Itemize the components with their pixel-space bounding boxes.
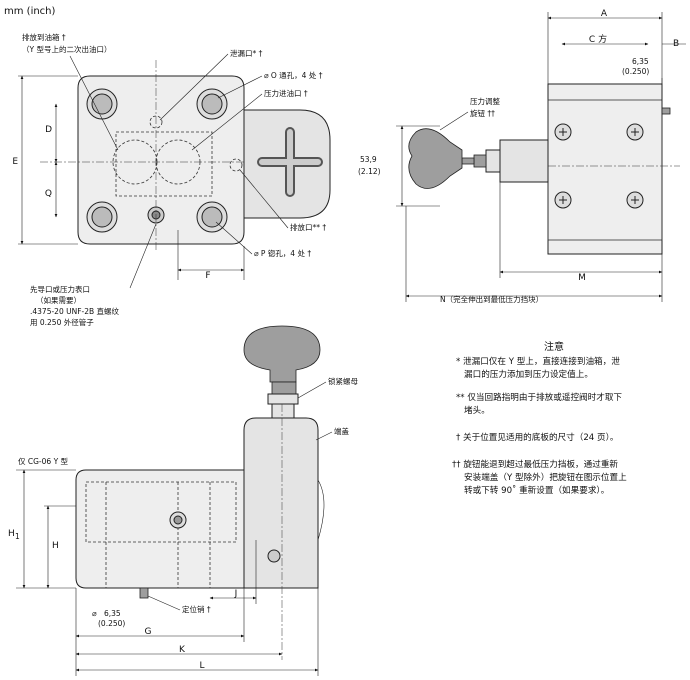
dowel-label: 定位销 † <box>182 604 211 614</box>
dim-A: A <box>601 9 608 19</box>
side-dim-212: (2.12) <box>358 167 381 176</box>
front-view: 锁紧螺母 端盖 仅 CG-06 Y 型 H 1 H J 定位销 † ⌀ 6,35… <box>8 325 358 676</box>
drain-port-label: 排放口** † <box>290 222 326 232</box>
dim-Q: Q <box>45 189 52 199</box>
knob-label-1: 压力调整 <box>470 96 500 106</box>
note-4-line-1: †† 旋钮能退到超过最低压力挡板，通过重新 <box>452 458 618 470</box>
note-3-line-1: † 关于位置见适用的底板的尺寸（24 页）。 <box>456 431 619 443</box>
drain-to-tank-sublabel: （Y 型号上的二次出油口） <box>22 44 111 54</box>
side-dim-635: 6,35 <box>632 57 649 66</box>
note-4-line-3: 转或下转 90˚ 重新设置（如果要求）。 <box>464 484 609 496</box>
dim-F: F <box>205 271 210 281</box>
notes-section: 注意 * 泄漏口仅在 Y 型上，直接连接到油箱，泄 漏口的压力添加到压力设定值上… <box>452 340 627 496</box>
pilot-port-label-4: 用 0.250 外径管子 <box>30 317 94 327</box>
end-cap-label: 端盖 <box>334 426 349 436</box>
knob-label-2: 旋钮 †† <box>470 108 495 118</box>
o-through-holes-label: ⌀ O 通孔，4 处 † <box>264 70 323 80</box>
note-2-line-2: 堵头。 <box>464 404 490 416</box>
side-dim-0250: (0.250) <box>622 67 649 76</box>
front-dim-0250: (0.250) <box>98 619 125 628</box>
dim-H1: H <box>8 529 15 539</box>
p-spotface-label: ⌀ P 锪孔，4 处 † <box>254 248 311 258</box>
drain-to-tank-label: 排放到油箱 † <box>22 32 66 42</box>
note-4-line-2: 安装端盖（Y 型除外）把旋钮在图示位置上 <box>464 471 627 483</box>
dim-B: B <box>673 39 679 49</box>
pilot-port-label-2: （如果需要） <box>36 295 81 305</box>
units-label: mm (inch) <box>4 6 56 17</box>
pilot-port-label-3: .4375-20 UNF-2B 直螺纹 <box>30 306 120 316</box>
dim-D: D <box>45 125 52 135</box>
front-knob-icon <box>243 325 321 383</box>
mounting-bolt-icon <box>86 88 228 233</box>
dim-N: N（完全伸出到最低压力挡块） <box>440 294 543 304</box>
side-bolt-icon <box>554 123 644 209</box>
pressure-inlet-label: 压力进油口 † <box>264 88 308 98</box>
front-dim-635: 6,35 <box>104 609 121 618</box>
dim-K: K <box>179 645 186 655</box>
adjust-knob-icon <box>408 128 463 189</box>
note-1-line-2: 漏口的压力添加到压力设定值上。 <box>464 368 593 380</box>
top-view: D Q E F 排放到油箱 † （Y 型号上的二次出油口） 泄漏口* † ⌀ O… <box>12 32 331 327</box>
dim-J: J <box>234 589 238 599</box>
dim-G: G <box>145 627 152 637</box>
pilot-port-label-1: 先导口或压力表口 <box>30 284 90 294</box>
note-1-line-1: * 泄漏口仅在 Y 型上，直接连接到油箱，泄 <box>456 355 620 367</box>
dim-C: C 方 <box>589 33 607 45</box>
leak-port-label: 泄漏口* † <box>230 48 263 58</box>
dim-H: H <box>52 541 59 551</box>
side-view: A C 方 B 6,35 (0.250) 压力调整 旋钮 †† 53,9 (2.… <box>358 9 686 304</box>
lock-nut-label: 锁紧螺母 <box>328 376 358 386</box>
cg06-only-label: 仅 CG-06 Y 型 <box>18 456 69 466</box>
dim-E: E <box>12 157 18 167</box>
dim-M: M <box>578 273 586 283</box>
note-2-line-1: ** 仅当回路指明由于排放或遥控阀时才取下 <box>456 391 622 403</box>
side-dim-539: 53,9 <box>360 155 377 164</box>
dim-dia-symbol: ⌀ <box>92 609 97 618</box>
dim-L: L <box>199 661 204 671</box>
notes-title: 注意 <box>544 340 564 353</box>
dim-H1-sub: 1 <box>15 532 20 541</box>
